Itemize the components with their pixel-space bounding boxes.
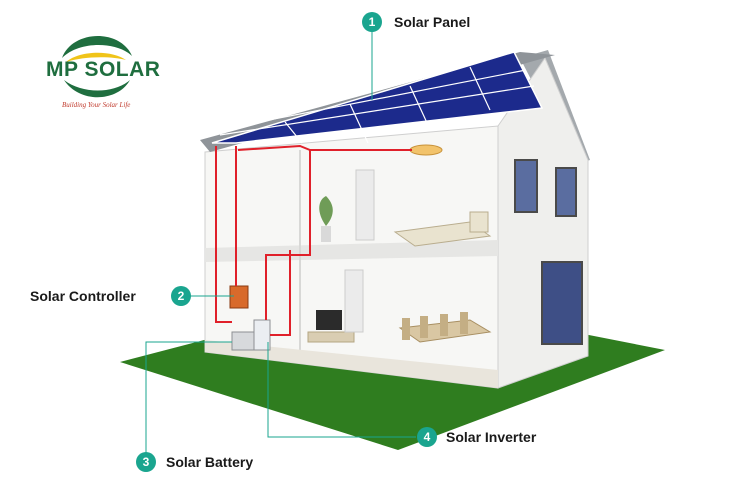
panel-grid [219, 66, 535, 144]
svg-text:2: 2 [178, 289, 185, 303]
upstairs-plant [319, 196, 333, 242]
logo-mark-icon [62, 35, 132, 98]
ceiling-light [409, 144, 443, 156]
ground-floor [205, 340, 498, 388]
tv-stand [307, 331, 355, 343]
svg-text:1: 1 [369, 15, 376, 29]
side-glass-door [541, 261, 583, 345]
upstairs-bed [393, 211, 492, 247]
label-solar-battery: Solar Battery [166, 454, 254, 470]
dining-table [398, 312, 492, 343]
side-windows-upper [514, 159, 577, 217]
badge-2: 2 [171, 286, 191, 306]
leader-lines [145, 30, 416, 458]
svg-text:3: 3 [143, 455, 150, 469]
floor-slab [205, 240, 498, 262]
wiring [215, 144, 412, 336]
badge-1: 1 [362, 12, 382, 32]
label-solar-inverter: Solar Inverter [446, 429, 537, 445]
solar-panel-array [211, 51, 544, 144]
svg-text:4: 4 [424, 430, 431, 444]
logo-brand: MP SOLAR [46, 58, 161, 81]
badge-4: 4 [417, 427, 437, 447]
logo-tagline: Building Your Solar Life [62, 101, 131, 109]
ground-door [344, 269, 364, 333]
label-solar-panel: Solar Panel [394, 14, 471, 30]
label-solar-controller: Solar Controller [30, 288, 136, 304]
upstairs-door [355, 169, 375, 241]
solar-controller-box [229, 285, 249, 309]
tv [316, 310, 342, 330]
badge-3: 3 [136, 452, 156, 472]
